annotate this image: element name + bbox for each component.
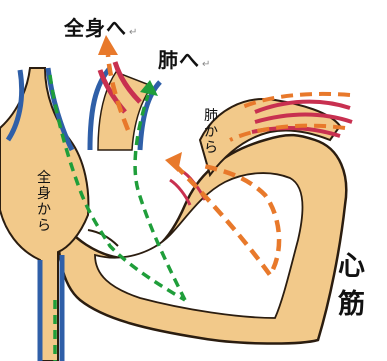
ventricle-cavity — [94, 172, 304, 319]
label-from-whole-body-char: ら — [37, 218, 51, 234]
label-heart-muscle-char: 筋 — [338, 289, 365, 320]
deoxygenated-flow-path — [48, 74, 186, 302]
inferior-vena-cava — [37, 255, 65, 361]
label-heart-muscle: 心 筋 — [338, 248, 365, 324]
label-heart-muscle-char: 心 — [338, 251, 365, 282]
label-from-whole-body-char: 全 — [37, 170, 51, 186]
label-to-lungs-text: 肺へ — [158, 48, 200, 72]
oxygenated-flow-loop — [173, 162, 282, 280]
green-arrowhead — [140, 80, 158, 96]
oxygenated-flow-in — [229, 91, 351, 142]
aorta — [87, 66, 162, 151]
return-mark: ↵ — [202, 59, 212, 70]
label-from-lungs: 肺 か ら — [204, 108, 218, 156]
orange-arrowhead-top — [98, 35, 118, 55]
label-from-lungs-char: か — [204, 124, 218, 140]
label-to-lungs: 肺へ↵ — [158, 44, 211, 73]
label-from-whole-body-char: か — [37, 202, 51, 218]
label-to-whole-body: 全身へ↵ — [64, 12, 138, 41]
orange-arrowhead-mid — [165, 152, 182, 172]
deoxygenated-flow-up — [133, 94, 187, 301]
label-from-lungs-char: 肺 — [204, 108, 218, 124]
label-from-whole-body-char: 身 — [37, 186, 51, 202]
label-to-whole-body-text: 全身へ — [64, 16, 127, 40]
return-mark: ↵ — [129, 27, 139, 38]
label-from-whole-body: 全 身 か ら — [37, 170, 51, 234]
oxygenated-flow-up — [105, 54, 131, 131]
label-from-lungs-char: ら — [204, 140, 218, 156]
